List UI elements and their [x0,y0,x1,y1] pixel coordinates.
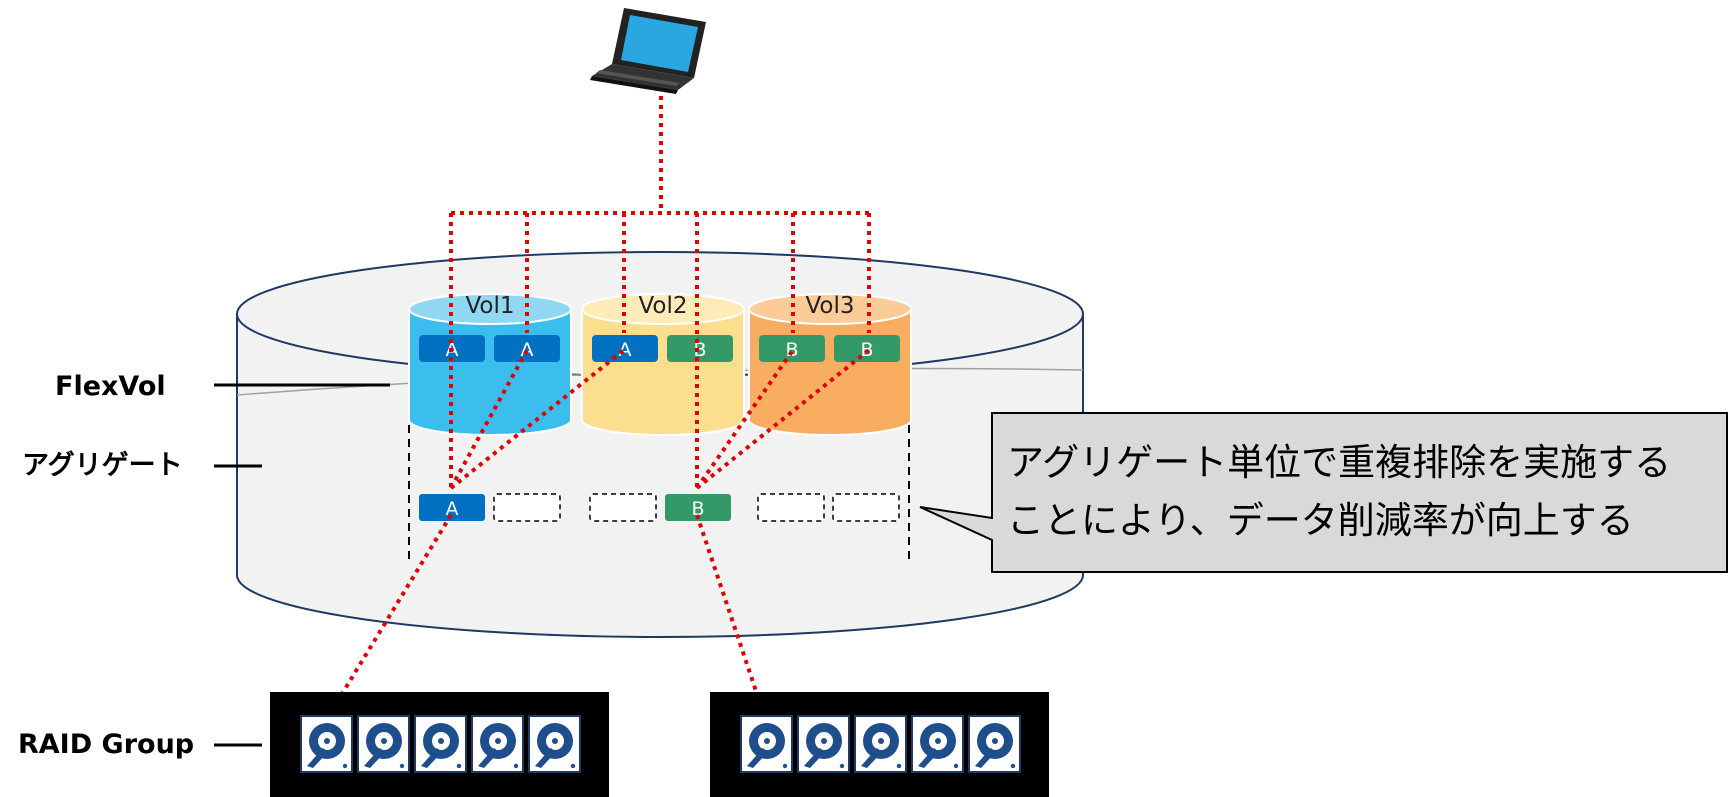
hard-disk-icon [740,715,793,773]
raid-group-2 [710,692,1049,797]
flexvol-label: FlexVol [55,371,166,402]
aggregate-empty-slot [589,493,657,522]
hard-disk-icon [300,715,353,773]
volume-name: Vol3 [805,293,854,319]
aggregate-label: アグリゲート [22,449,183,481]
volume-block-letter: A [521,339,534,361]
raid-group-1 [270,692,609,797]
volume-name: Vol2 [638,293,687,319]
hard-disk-icon [471,715,524,773]
raid-group-label: RAID Group [18,729,194,760]
hard-disk-icon [854,715,907,773]
volume-name: Vol1 [465,293,514,319]
aggregate-block-letter: B [691,498,704,520]
volume-block [759,335,825,362]
aggregate-block [665,494,731,521]
volume-block-letter: A [619,339,632,361]
aggregate-empty-slot [493,493,561,522]
hard-disk-icon [414,715,467,773]
hard-disk-icon [357,715,410,773]
aggregate-block [419,494,485,521]
raid-groups [270,692,1049,797]
aggregate-block-letter: A [446,498,459,520]
volume-boundaries [408,425,910,560]
volume-block-letter: B [693,339,706,361]
hard-disk-icon [911,715,964,773]
volume-block [667,335,733,362]
callout-line-1: アグリゲート単位で重複排除を実施する [1007,441,1671,484]
aggregate-empty-slot [832,493,900,522]
dedup-connections [329,96,871,714]
callout-line-2: ことにより、データ削減率が向上する [1007,499,1634,542]
volume-block-letter: B [785,339,798,361]
hard-disk-icon [797,715,850,773]
aggregate-empty-slot [757,493,825,522]
volume-block [494,335,560,362]
laptop-icon [590,8,706,94]
hard-disk-icon [528,715,581,773]
volume-block [834,335,900,362]
callout: アグリゲート単位で重複排除を実施する ことにより、データ削減率が向上する [919,412,1728,573]
volume-block [592,335,658,362]
hard-disk-icon [968,715,1021,773]
